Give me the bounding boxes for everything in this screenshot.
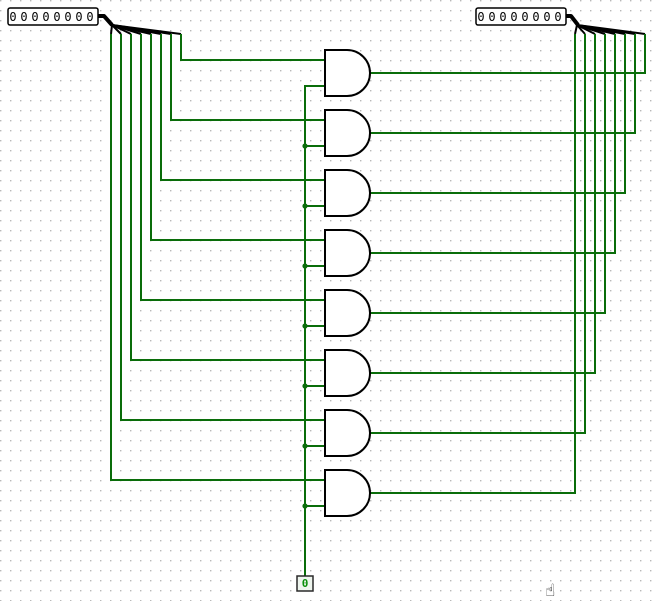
pin-bit: 0 [477,10,484,24]
pin-bit[interactable]: 0 [53,10,60,24]
pin-bit[interactable]: 0 [64,10,71,24]
wires-left [110,34,325,481]
wire-segment [370,34,616,254]
wire-segment [160,34,325,181]
wire-segment [370,34,636,134]
wire-junction-dot [302,443,308,449]
wires-right [370,34,646,494]
wire-junction-dot [302,203,308,209]
pin-bit[interactable]: 0 [20,10,27,24]
splitter-right[interactable] [566,14,646,35]
wire-segment [150,34,325,241]
wire-segment [370,34,576,494]
wire-segment [180,34,325,61]
wire-junction-dot [302,323,308,329]
and-gate[interactable] [324,169,371,217]
and-gates [324,49,371,517]
wire-segment [370,34,626,194]
and-gate[interactable] [324,289,371,337]
wire-segment [304,85,325,576]
pin-bit: 0 [521,10,528,24]
and-gate[interactable] [324,409,371,457]
pin-bit: 0 [488,10,495,24]
wire-segment [140,34,325,301]
and-gate[interactable] [324,349,371,397]
pin-bit: 0 [499,10,506,24]
wire-junction-dot [302,143,308,149]
pin-bit: 0 [554,10,561,24]
wire-segment [170,34,325,121]
and-gate[interactable] [324,109,371,157]
wire-segment [370,34,606,314]
pin-bit[interactable]: 0 [75,10,82,24]
pin-bit[interactable]: 0 [86,10,93,24]
wire-segment [110,34,325,481]
pin-bit: 0 [543,10,550,24]
pin-bit: 0 [510,10,517,24]
wire-segment [370,34,596,374]
wire-junction-dot [302,503,308,509]
pin-bit: 0 [532,10,539,24]
wire-segment [120,34,325,421]
pin-bit[interactable]: 0 [42,10,49,24]
constant-bus [302,85,325,576]
output-pin-right[interactable]: 0 0 0 0 0 0 0 0 [475,7,567,26]
constant-value: 0 [302,577,309,590]
wire-segment [370,34,646,74]
and-gate[interactable] [324,49,371,97]
splitter-left[interactable] [97,14,182,35]
and-gate[interactable] [324,229,371,277]
hand-cursor-icon: ☝ [545,581,555,601]
and-gate[interactable] [324,469,371,517]
pin-bit[interactable]: 0 [31,10,38,24]
wire-segment [130,34,325,361]
wire-segment [370,34,586,434]
input-pin-left[interactable]: 0 0 0 0 0 0 0 0 [7,7,99,26]
pin-bit[interactable]: 0 [9,10,16,24]
wire-junction-dot [302,383,308,389]
constant-zero[interactable]: 0 [296,575,314,592]
wire-junction-dot [302,263,308,269]
